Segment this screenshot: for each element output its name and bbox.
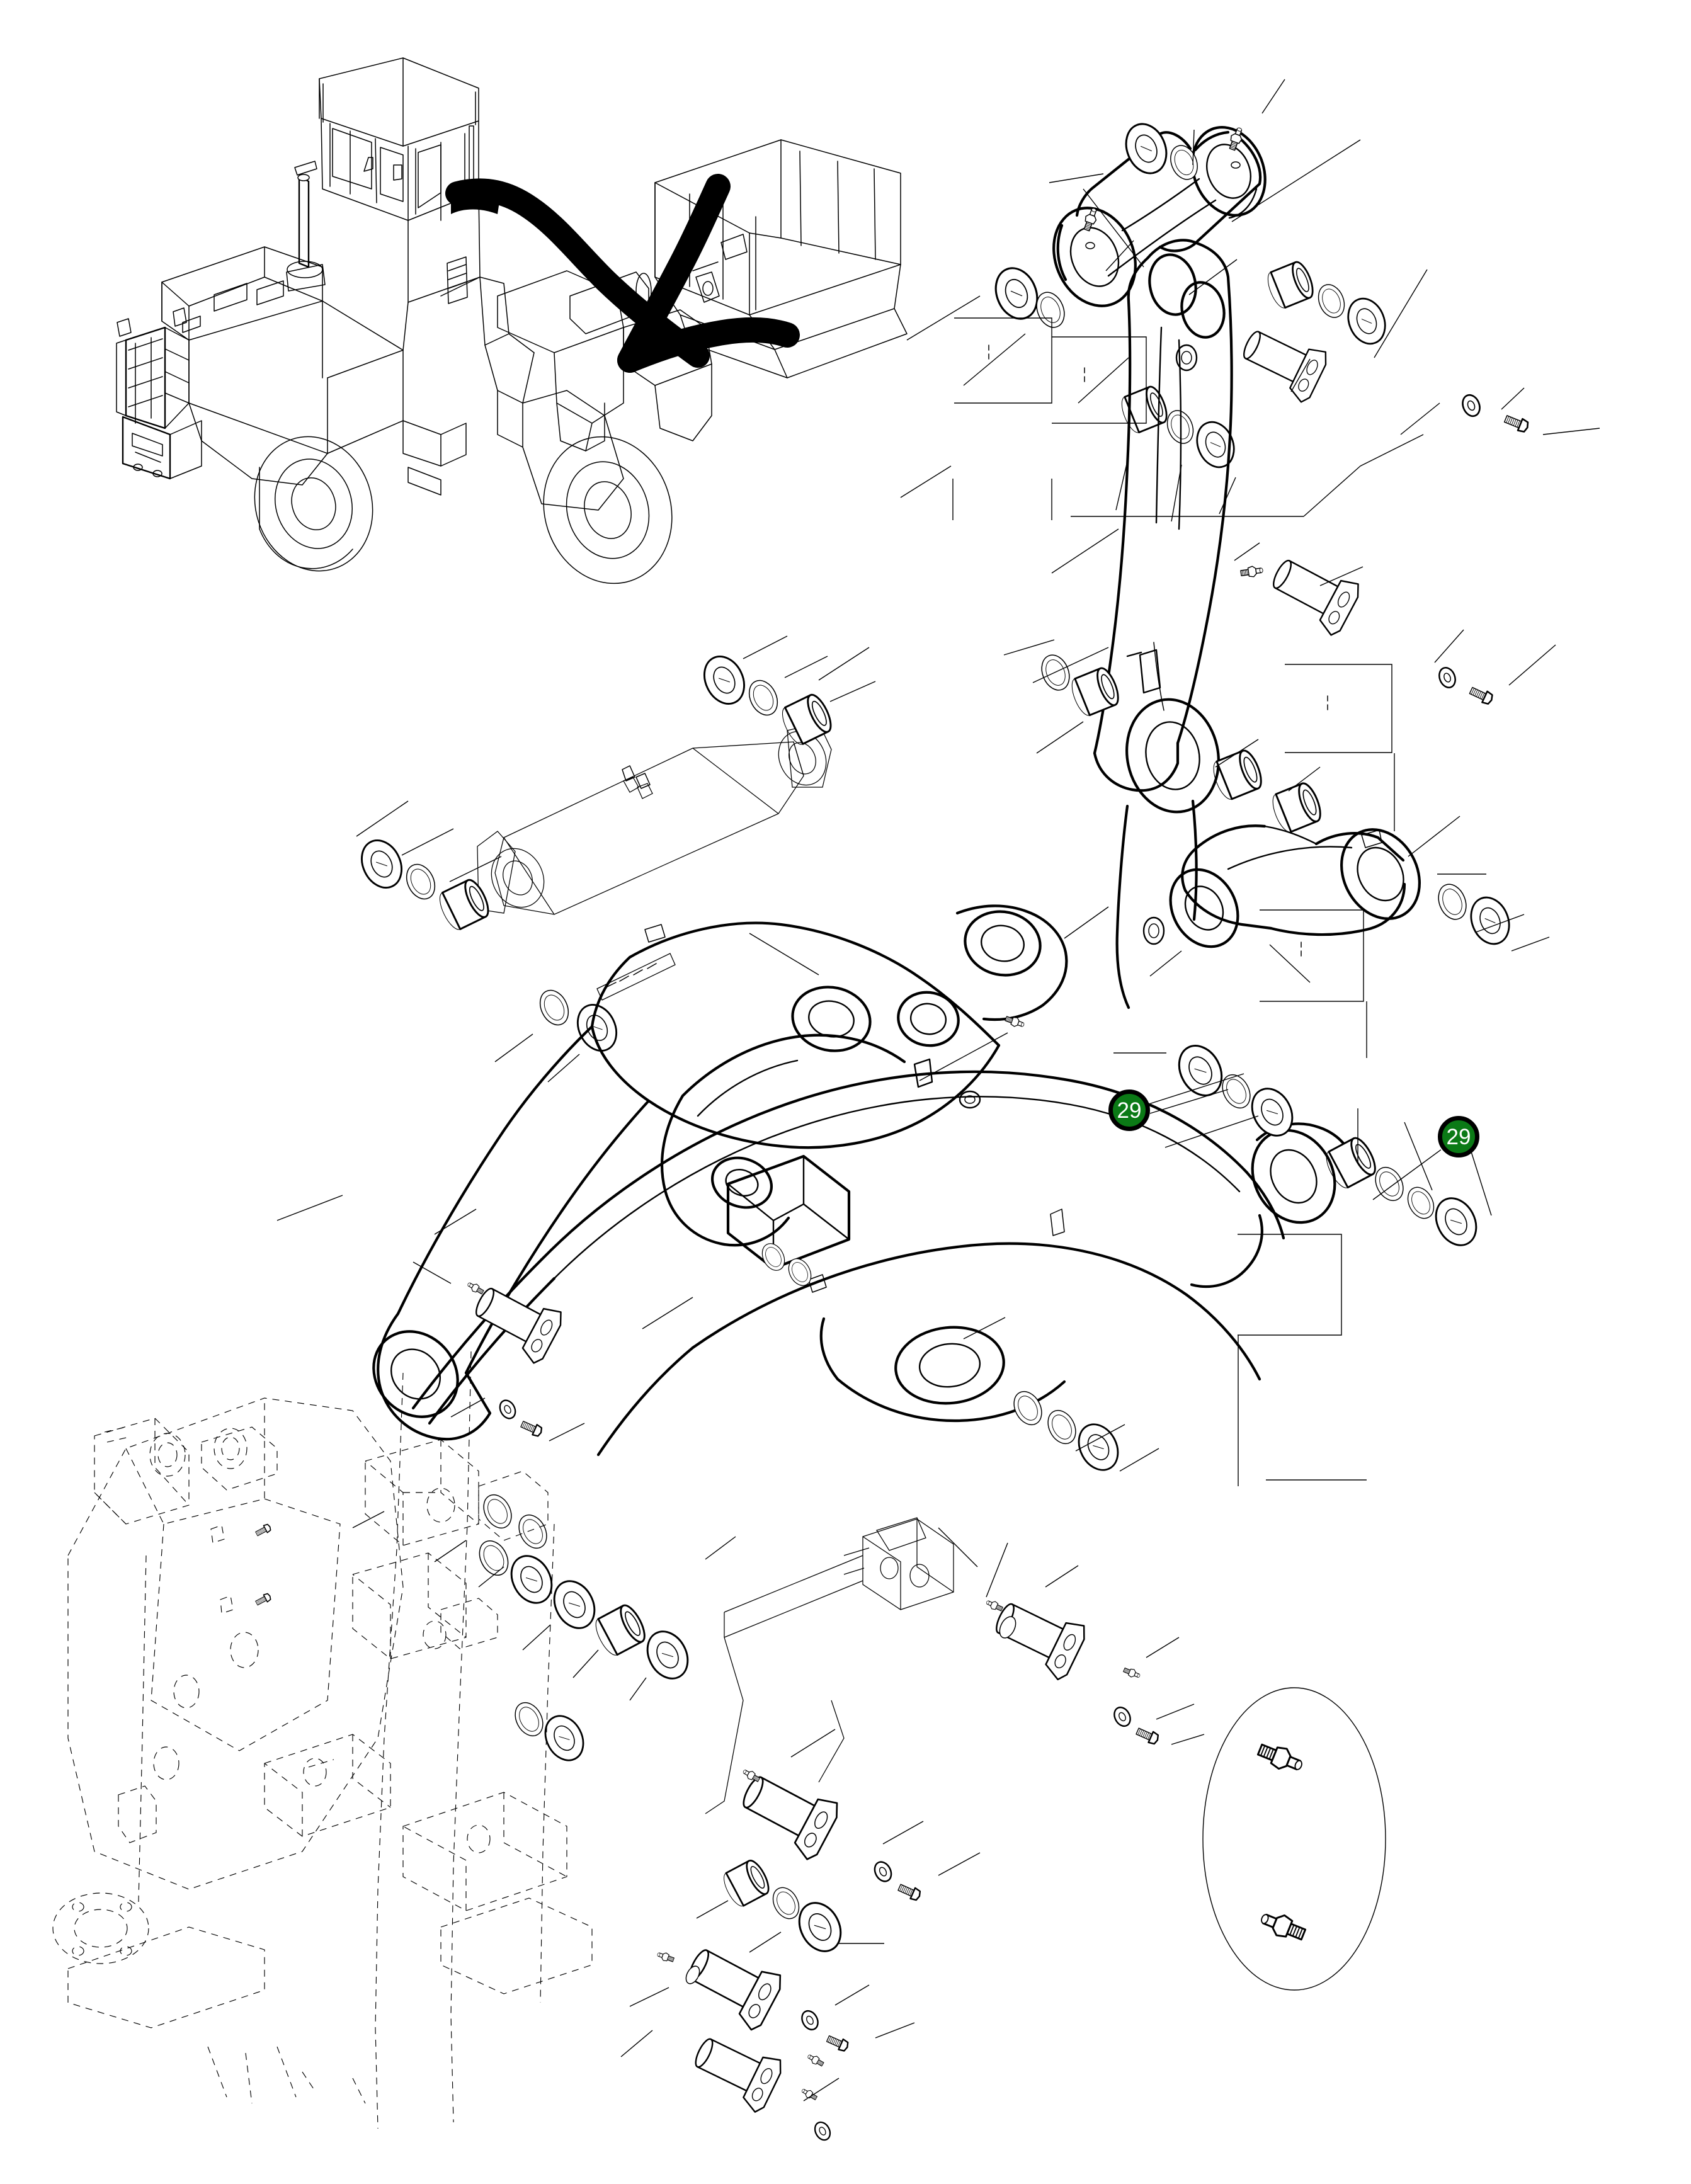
strikethrough-x-mark bbox=[445, 174, 800, 373]
tilt-lever-and-link-assembly bbox=[1003, 188, 1556, 1010]
callout-leader-lines bbox=[1150, 1073, 1442, 1200]
callout-marker-29-right[interactable]: 29 bbox=[1438, 1116, 1479, 1157]
lift-arm-boom-assembly bbox=[276, 904, 1492, 1768]
callout-marker-29-left[interactable]: 29 bbox=[1108, 1089, 1150, 1131]
callout-marker-label: 29 bbox=[1446, 1124, 1471, 1149]
pin-and-retainer-plate-group bbox=[413, 1261, 1205, 2144]
empty-part-number-boxes bbox=[952, 317, 1424, 1486]
grease-nipple-detail-oval bbox=[1202, 1687, 1386, 1991]
leader-lines bbox=[352, 465, 1079, 1588]
callout-marker-label: 29 bbox=[1117, 1098, 1142, 1123]
chassis-frame-phantom bbox=[52, 1351, 593, 2129]
wheel-loader-illustration bbox=[116, 57, 908, 584]
bell-crank-link-assembly bbox=[906, 79, 1600, 522]
